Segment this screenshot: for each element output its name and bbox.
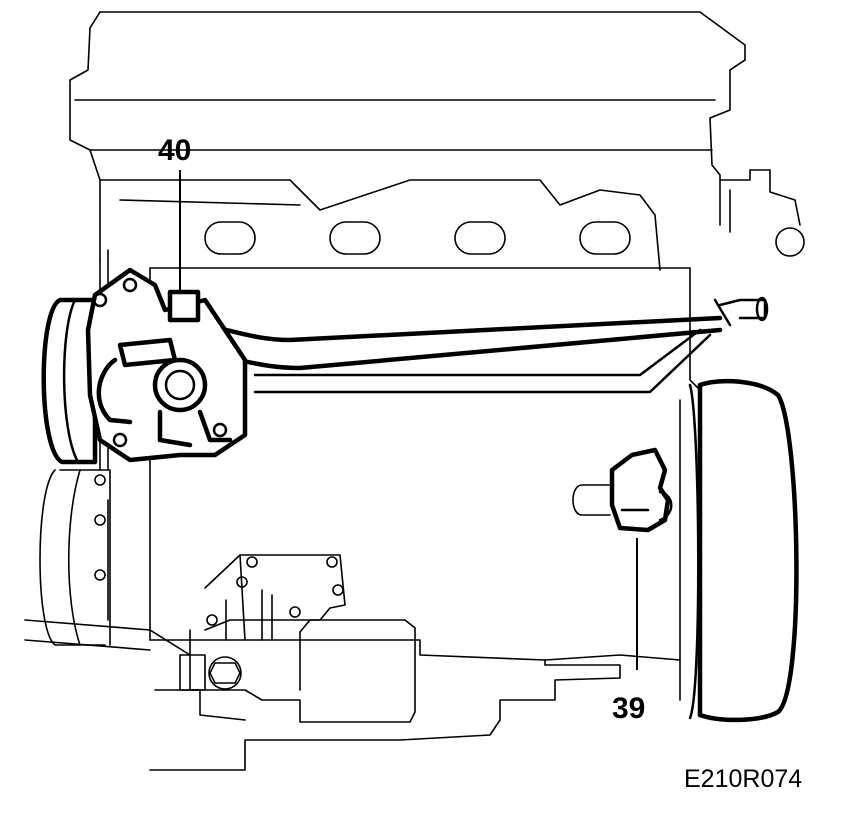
crankshaft-position-sensor xyxy=(572,447,673,533)
engine-block xyxy=(69,11,805,771)
callout-label-40: 40 xyxy=(158,134,191,167)
figure-code: E210R074 xyxy=(684,765,802,793)
egr-valve-assembly xyxy=(85,267,769,463)
oil-filter-housing xyxy=(179,554,416,723)
callout-label-39: 39 xyxy=(612,692,645,725)
timing-pulleys xyxy=(24,297,191,656)
flywheel xyxy=(679,378,799,723)
